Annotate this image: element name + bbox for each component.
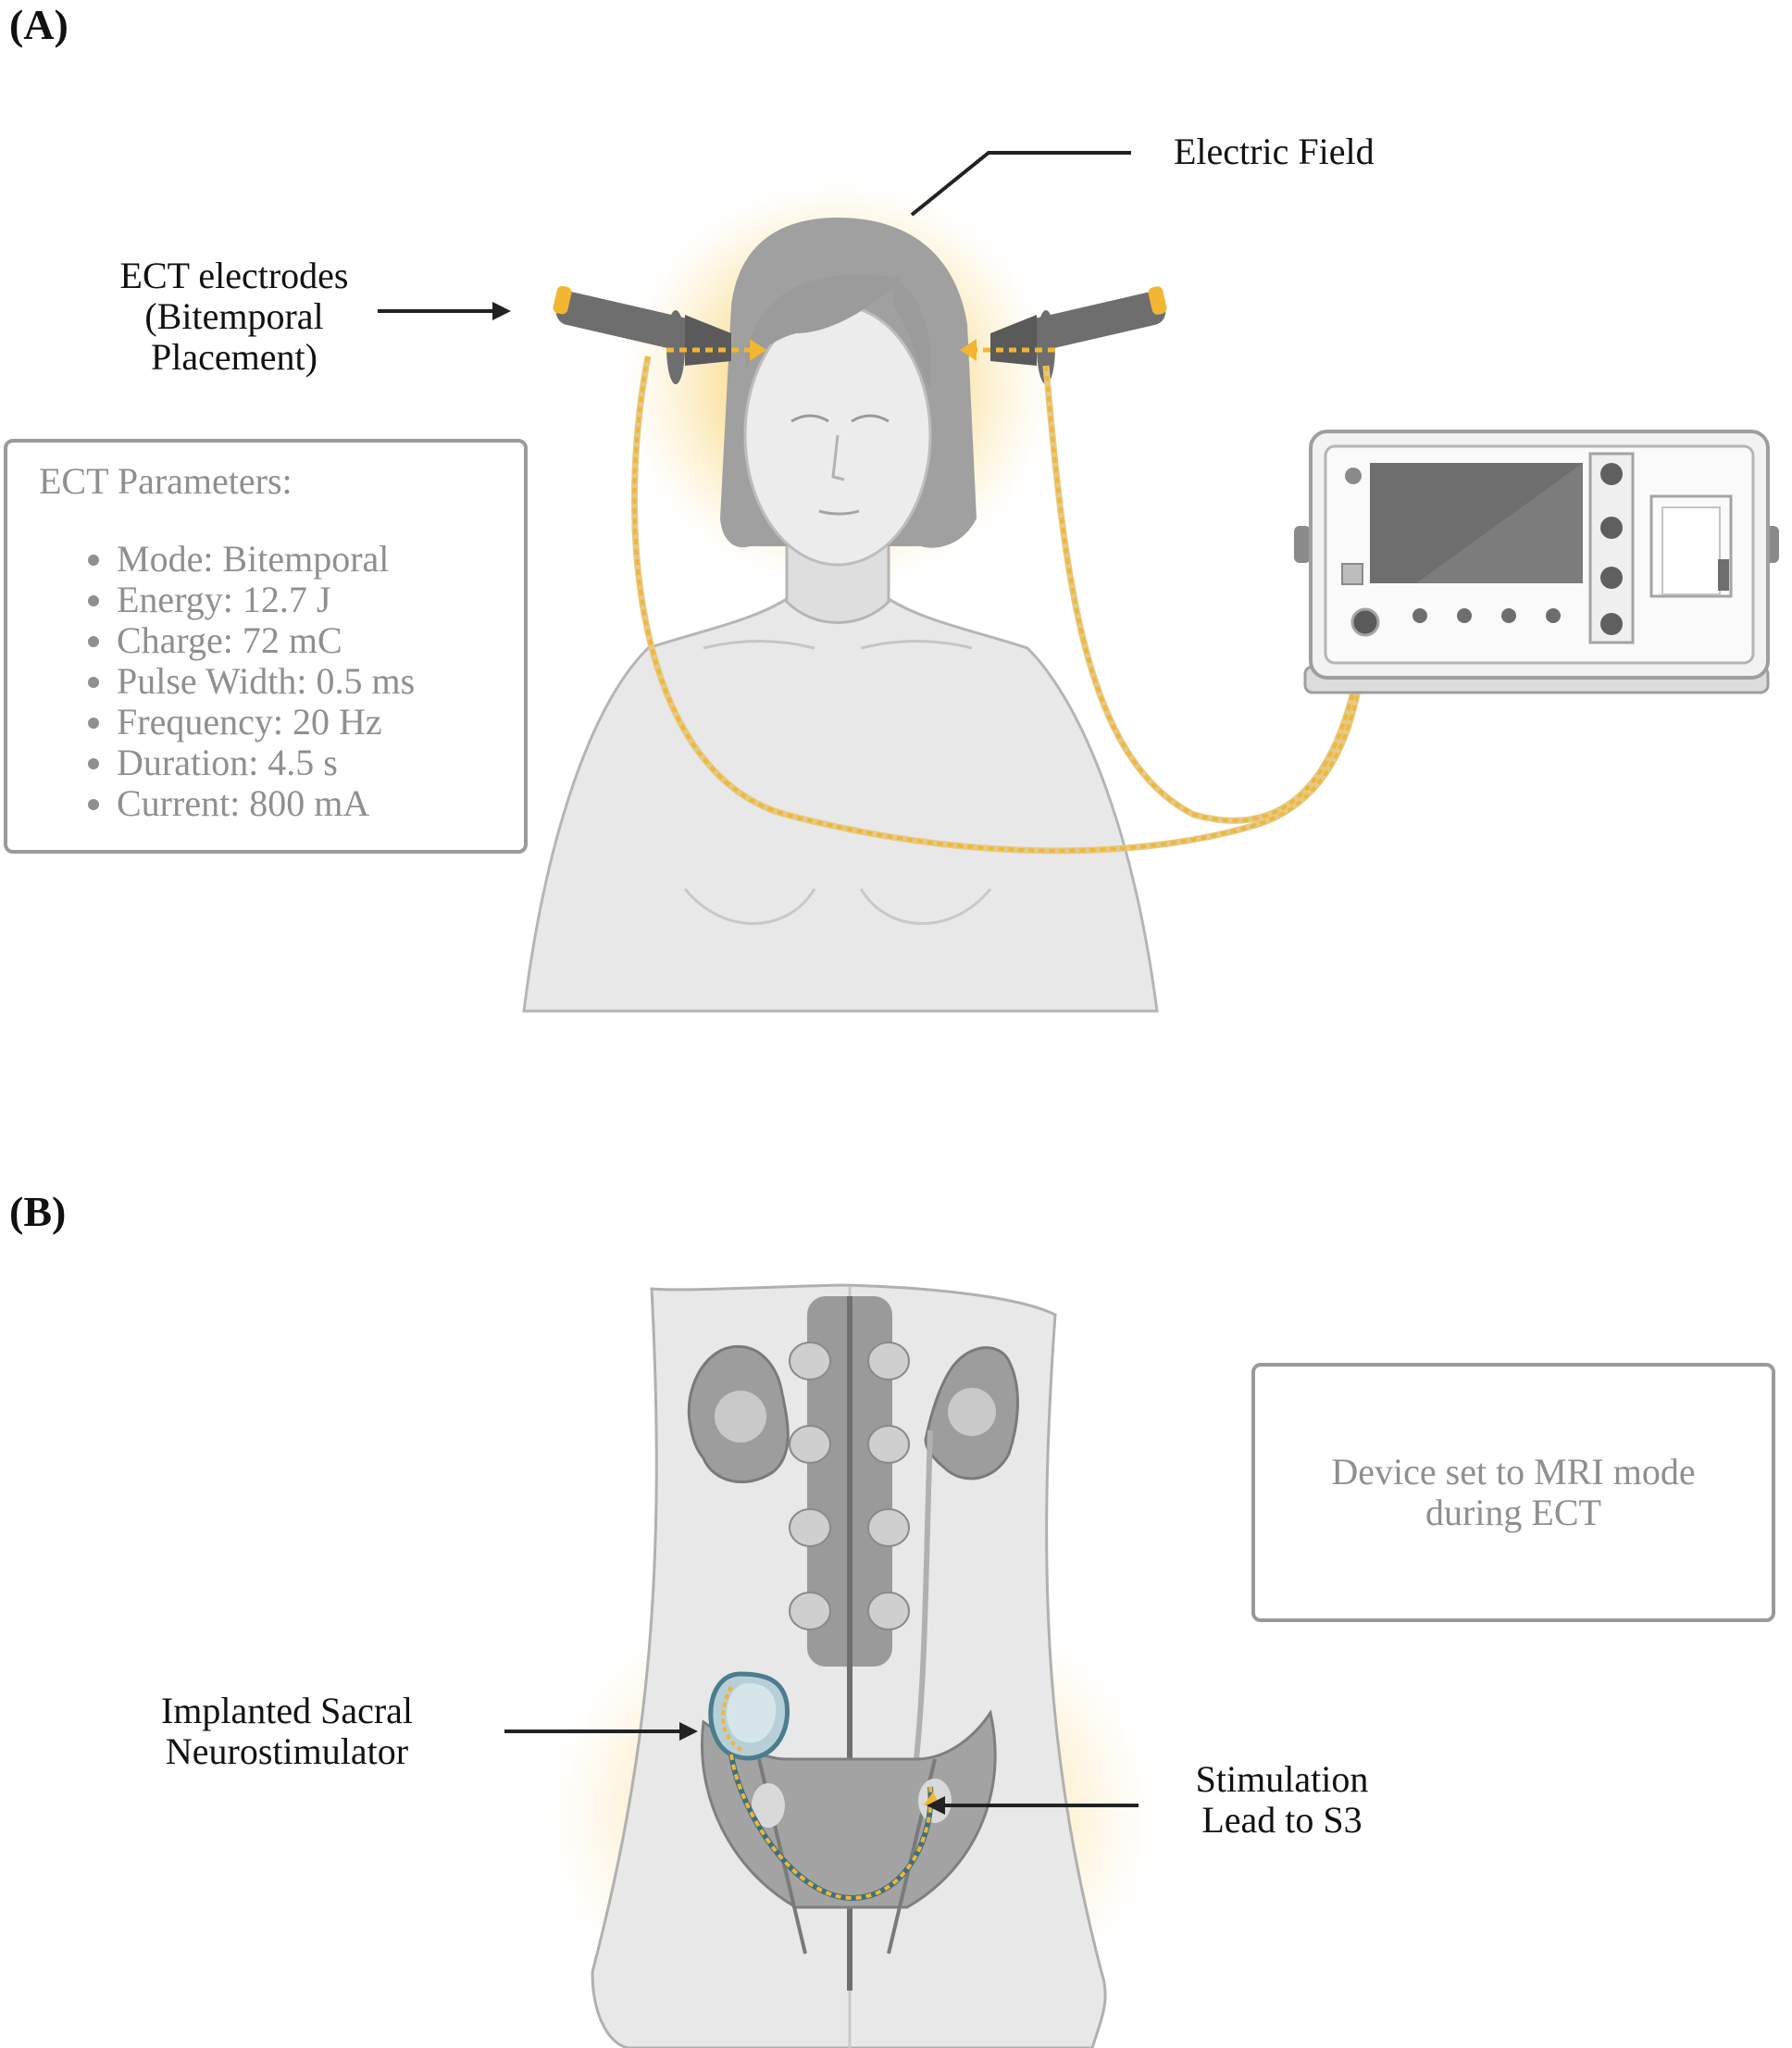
electrodes-label-line3: Placement)	[151, 336, 317, 378]
electrodes-label: ECT electrodes (Bitemporal Placement)	[100, 256, 368, 378]
current-arrow-right	[960, 339, 1055, 361]
param-energy: Energy: 12.7 J	[117, 580, 415, 620]
panel-b-label: (B)	[9, 1188, 67, 1235]
param-current: Current: 800 mA	[117, 783, 415, 824]
neurostimulator-label-line2: Neurostimulator	[165, 1730, 409, 1772]
param-mode: Mode: Bitemporal	[117, 539, 415, 580]
ect-electrode-right	[990, 286, 1167, 384]
param-charge: Charge: 72 mC	[117, 620, 415, 661]
patient-figure	[522, 218, 1159, 1013]
ect-electrode-left	[553, 285, 731, 384]
neurostimulator-label: Implanted Sacral Neurostimulator	[120, 1691, 454, 1772]
ect-parameters-box: ECT Parameters: Mode: Bitemporal Energy:…	[4, 439, 528, 854]
panel-a-label: (A)	[9, 1, 68, 48]
current-arrow-left	[666, 339, 766, 361]
mri-mode-note-box: Device set to MRI mode during ECT	[1251, 1363, 1775, 1622]
electric-field-leader	[910, 151, 1131, 217]
mri-mode-note: Device set to MRI mode during ECT	[1331, 1451, 1696, 1533]
param-pulse-width: Pulse Width: 0.5 ms	[117, 661, 415, 702]
stimulation-lead-label-line1: Stimulation	[1195, 1758, 1369, 1800]
neurostimulator-label-line1: Implanted Sacral	[160, 1690, 414, 1731]
electric-field-label: Electric Field	[1174, 131, 1375, 172]
ect-device	[1294, 430, 1779, 694]
electrodes-label-line2: (Bitemporal	[144, 295, 324, 337]
implanted-neurostimulator	[708, 1671, 790, 1761]
left-kidney	[687, 1344, 790, 1484]
ect-parameters-list: Mode: Bitemporal Energy: 12.7 J Charge: …	[7, 539, 415, 824]
param-duration: Duration: 4.5 s	[117, 743, 415, 783]
param-frequency: Frequency: 20 Hz	[117, 702, 415, 743]
ect-parameters-title: ECT Parameters:	[39, 460, 292, 502]
stimulation-lead-label: Stimulation Lead to S3	[1157, 1759, 1407, 1841]
electrode-cables	[630, 356, 1369, 855]
electrodes-label-line1: ECT electrodes	[119, 255, 349, 296]
stimulation-lead-label-line2: Lead to S3	[1201, 1799, 1363, 1841]
right-kidney	[924, 1346, 1019, 1480]
